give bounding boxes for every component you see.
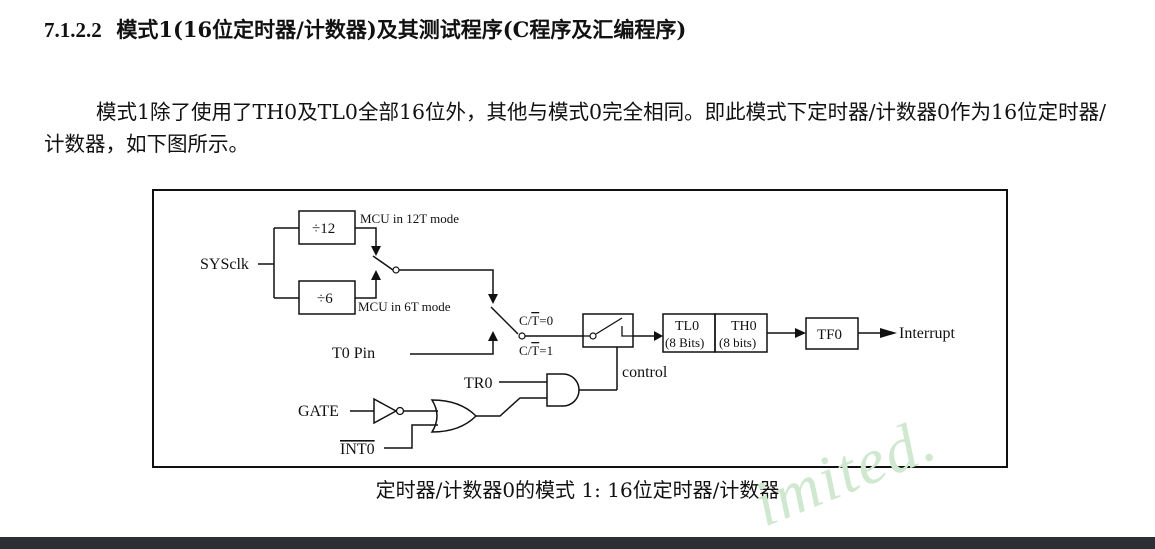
control-blade — [595, 317, 623, 335]
div6-label: ÷6 — [317, 291, 333, 307]
ct1-label: C/T=1 — [519, 343, 553, 358]
ct-pivot — [518, 332, 526, 340]
gate-label: GATE — [298, 403, 339, 420]
control-out-stub — [621, 326, 633, 337]
bottom-toolbar-strip — [0, 537, 1155, 549]
to-tl0-arrow — [654, 331, 663, 341]
div6-arrow — [371, 270, 381, 280]
control-switch-box — [582, 313, 634, 348]
t0pin-arrow — [488, 331, 498, 341]
div12-arrow — [371, 246, 381, 256]
div6-out-wire — [355, 276, 377, 299]
ct0-label: C/T=0 — [519, 313, 553, 328]
int0-label: INT0 — [340, 441, 375, 458]
interrupt-label: Interrupt — [899, 325, 956, 342]
div12-out-wire — [355, 227, 377, 250]
mcu12-label: MCU in 12T mode — [360, 211, 459, 226]
section-number: 7.1.2.2 — [44, 18, 102, 42]
tf0-label: TF0 — [817, 327, 842, 343]
to-interrupt-arrow — [880, 328, 897, 338]
tr0-label: TR0 — [464, 375, 492, 392]
body-paragraph: 模式1除了使用了TH0及TL0全部16位外，其他与模式0完全相同。即此模式下定时… — [44, 100, 1107, 156]
clock-select-out-wire — [399, 269, 494, 298]
int0-wire — [384, 424, 438, 449]
tl0-label: TL0 — [675, 319, 699, 334]
diagram-frame — [152, 189, 1008, 468]
section-heading: 7.1.2.2 模式1(16位定时器/计数器)及其测试程序(C程序及汇编程序) — [44, 14, 686, 44]
ct-switch — [490, 306, 519, 335]
mcu6-label: MCU in 6T mode — [358, 299, 451, 314]
clock-select-pivot — [392, 266, 400, 274]
sysclk-label: SYSclk — [200, 256, 249, 273]
tl0-bits: (8 Bits) — [665, 335, 704, 350]
clock-select-switch — [372, 255, 394, 271]
or-gate — [430, 399, 478, 433]
th0-bits: (8 bits) — [719, 335, 756, 350]
control-pivot — [589, 332, 597, 340]
t0pin-label: T0 Pin — [332, 345, 375, 362]
section-title: 模式1(16位定时器/计数器)及其测试程序(C程序及汇编程序) — [116, 17, 687, 42]
or-to-and-wire — [476, 397, 547, 417]
inverter — [373, 397, 398, 425]
to-tf0-arrow — [795, 328, 806, 338]
th0-label: TH0 — [731, 319, 757, 334]
figure-caption: 定时器/计数器0的模式 1: 16位定时器/计数器 — [375, 478, 780, 502]
inverter-bubble — [395, 406, 405, 416]
div12-label: ÷12 — [312, 221, 335, 237]
and-gate — [546, 373, 580, 407]
control-label: control — [622, 364, 668, 381]
clock-select-arrow — [488, 294, 498, 304]
t0pin-wire — [410, 336, 494, 355]
